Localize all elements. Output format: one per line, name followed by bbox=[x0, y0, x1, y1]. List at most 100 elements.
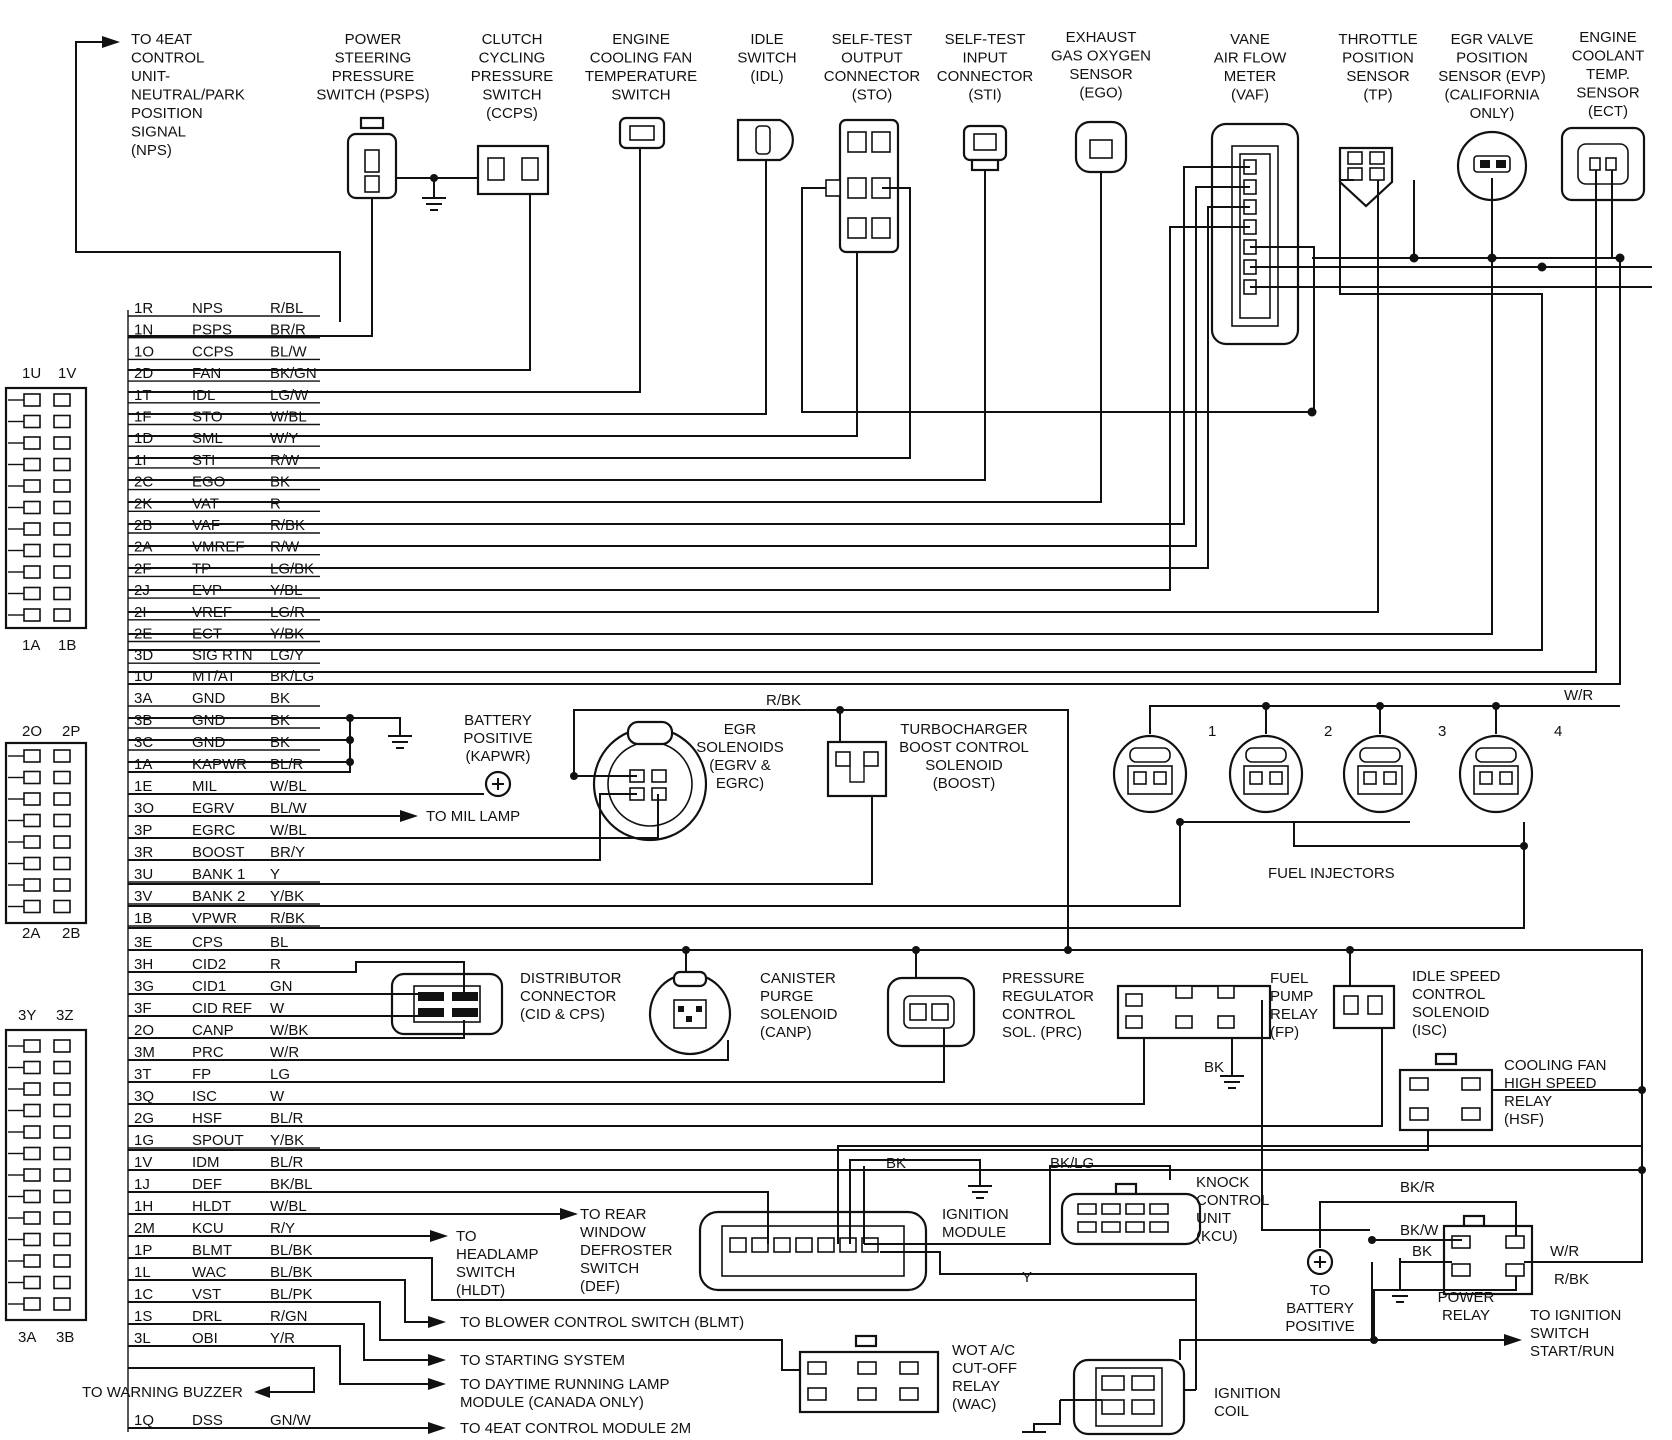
pin-id: 3C bbox=[134, 734, 153, 751]
pin-signal: PSPS bbox=[192, 322, 232, 339]
pin-signal: CID REF bbox=[192, 1000, 252, 1017]
pin-id: 2K bbox=[134, 495, 152, 512]
pin-wire-color: Y/BK bbox=[270, 1132, 304, 1149]
mil-lamp-lead bbox=[128, 810, 418, 822]
pin-signal: VAF bbox=[192, 517, 220, 534]
cavity bbox=[53, 1082, 71, 1096]
label-line: WOT A/C bbox=[952, 1342, 1015, 1359]
cavity bbox=[53, 792, 71, 806]
splice-ign-switch bbox=[1370, 1336, 1378, 1344]
label-line: (NPS) bbox=[131, 142, 172, 159]
pin-wire-color: R/W bbox=[270, 539, 300, 556]
tag-bkw: BK/W bbox=[1400, 1222, 1439, 1239]
label-line: PUMP bbox=[1270, 988, 1313, 1005]
label-line: RELAY bbox=[1442, 1307, 1490, 1324]
cavity bbox=[53, 770, 71, 785]
pin-signal: DEF bbox=[192, 1176, 222, 1193]
label-to-starting: TO STARTING SYSTEM bbox=[460, 1352, 625, 1369]
pin-signal: CCPS bbox=[192, 343, 234, 360]
cavity bbox=[53, 1189, 71, 1204]
label-line: (EGO) bbox=[1079, 85, 1122, 102]
pin-id: 1V bbox=[134, 1154, 152, 1171]
pin-wire-color: GN bbox=[270, 978, 293, 995]
label-line: SENSOR (EVP) bbox=[1438, 68, 1546, 85]
pin-id: 1J bbox=[134, 1176, 150, 1193]
label-line: SOLENOIDS bbox=[696, 739, 784, 756]
cavity bbox=[23, 1254, 41, 1268]
pin-id: 3F bbox=[134, 1000, 152, 1017]
cavity bbox=[23, 586, 41, 601]
pin-id: 3R bbox=[134, 844, 153, 861]
cavity bbox=[53, 1168, 71, 1182]
label-line: TO IGNITION bbox=[1530, 1307, 1621, 1324]
cavity bbox=[23, 899, 41, 914]
pin-signal: EGRC bbox=[192, 822, 236, 839]
cavity bbox=[53, 1232, 71, 1247]
drl-lead bbox=[128, 1345, 446, 1390]
cavity bbox=[23, 856, 41, 871]
cavity bbox=[53, 856, 71, 871]
pin-signal: VMREF bbox=[192, 539, 245, 556]
pin-signal: HLDT bbox=[192, 1198, 231, 1215]
label-line: PRESSURE bbox=[471, 68, 554, 85]
vane-air-flow-meter bbox=[128, 122, 1652, 591]
label-line: CONTROL bbox=[1196, 1192, 1269, 1209]
idle-speed-control-solenoid bbox=[128, 950, 1396, 1127]
pin-wire-color: Y bbox=[270, 866, 280, 883]
label-line: POSITION bbox=[1342, 50, 1414, 67]
label-line: CONNECTOR bbox=[824, 68, 921, 85]
label-line: (HLDT) bbox=[456, 1282, 505, 1299]
splice-vpwr-1 bbox=[1064, 946, 1072, 954]
label-line: RELAY bbox=[1270, 1006, 1318, 1023]
idle-switch bbox=[128, 118, 794, 415]
ecu-connector-3 bbox=[4, 1028, 88, 1322]
c3-label-3z: 3Z bbox=[56, 1007, 74, 1024]
splice-vaf bbox=[1307, 407, 1317, 417]
label-line: SOLENOID bbox=[760, 1006, 838, 1023]
label-line: CLUTCH bbox=[482, 31, 543, 48]
cavity bbox=[53, 835, 71, 849]
label-line: CONNECTOR bbox=[520, 988, 617, 1005]
pressure-regulator-control-solenoid bbox=[128, 950, 976, 1083]
label-line: BATTERY bbox=[464, 712, 532, 729]
pin-id: 3E bbox=[134, 934, 152, 951]
pin-id: 3L bbox=[134, 1330, 151, 1347]
pin-signal: CID1 bbox=[192, 978, 226, 995]
self-test-output-connector bbox=[128, 118, 1312, 459]
cavity bbox=[53, 436, 71, 450]
pin-signal: WAC bbox=[192, 1264, 227, 1281]
pin-wire-color: BK/GN bbox=[270, 365, 317, 382]
pin-wire-color: BL/BK bbox=[270, 1242, 313, 1259]
c1-label-1a: 1A bbox=[22, 637, 40, 654]
pin-id: 2A bbox=[134, 539, 152, 556]
cavity bbox=[23, 770, 41, 785]
pin-signal: SIG RTN bbox=[192, 647, 253, 664]
cavity bbox=[23, 792, 41, 806]
pin-wire-color: R/BL bbox=[270, 300, 303, 317]
splice-egr bbox=[570, 772, 578, 780]
label-line: CYCLING bbox=[479, 50, 546, 67]
fuel-injector: 2 bbox=[1228, 723, 1332, 814]
injector-number: 3 bbox=[1438, 723, 1446, 740]
cavity bbox=[23, 878, 41, 892]
label-line: GAS OXYGEN bbox=[1051, 48, 1151, 65]
label-line: (HSF) bbox=[1504, 1111, 1544, 1128]
pin-wire-color: W/R bbox=[270, 1044, 299, 1061]
